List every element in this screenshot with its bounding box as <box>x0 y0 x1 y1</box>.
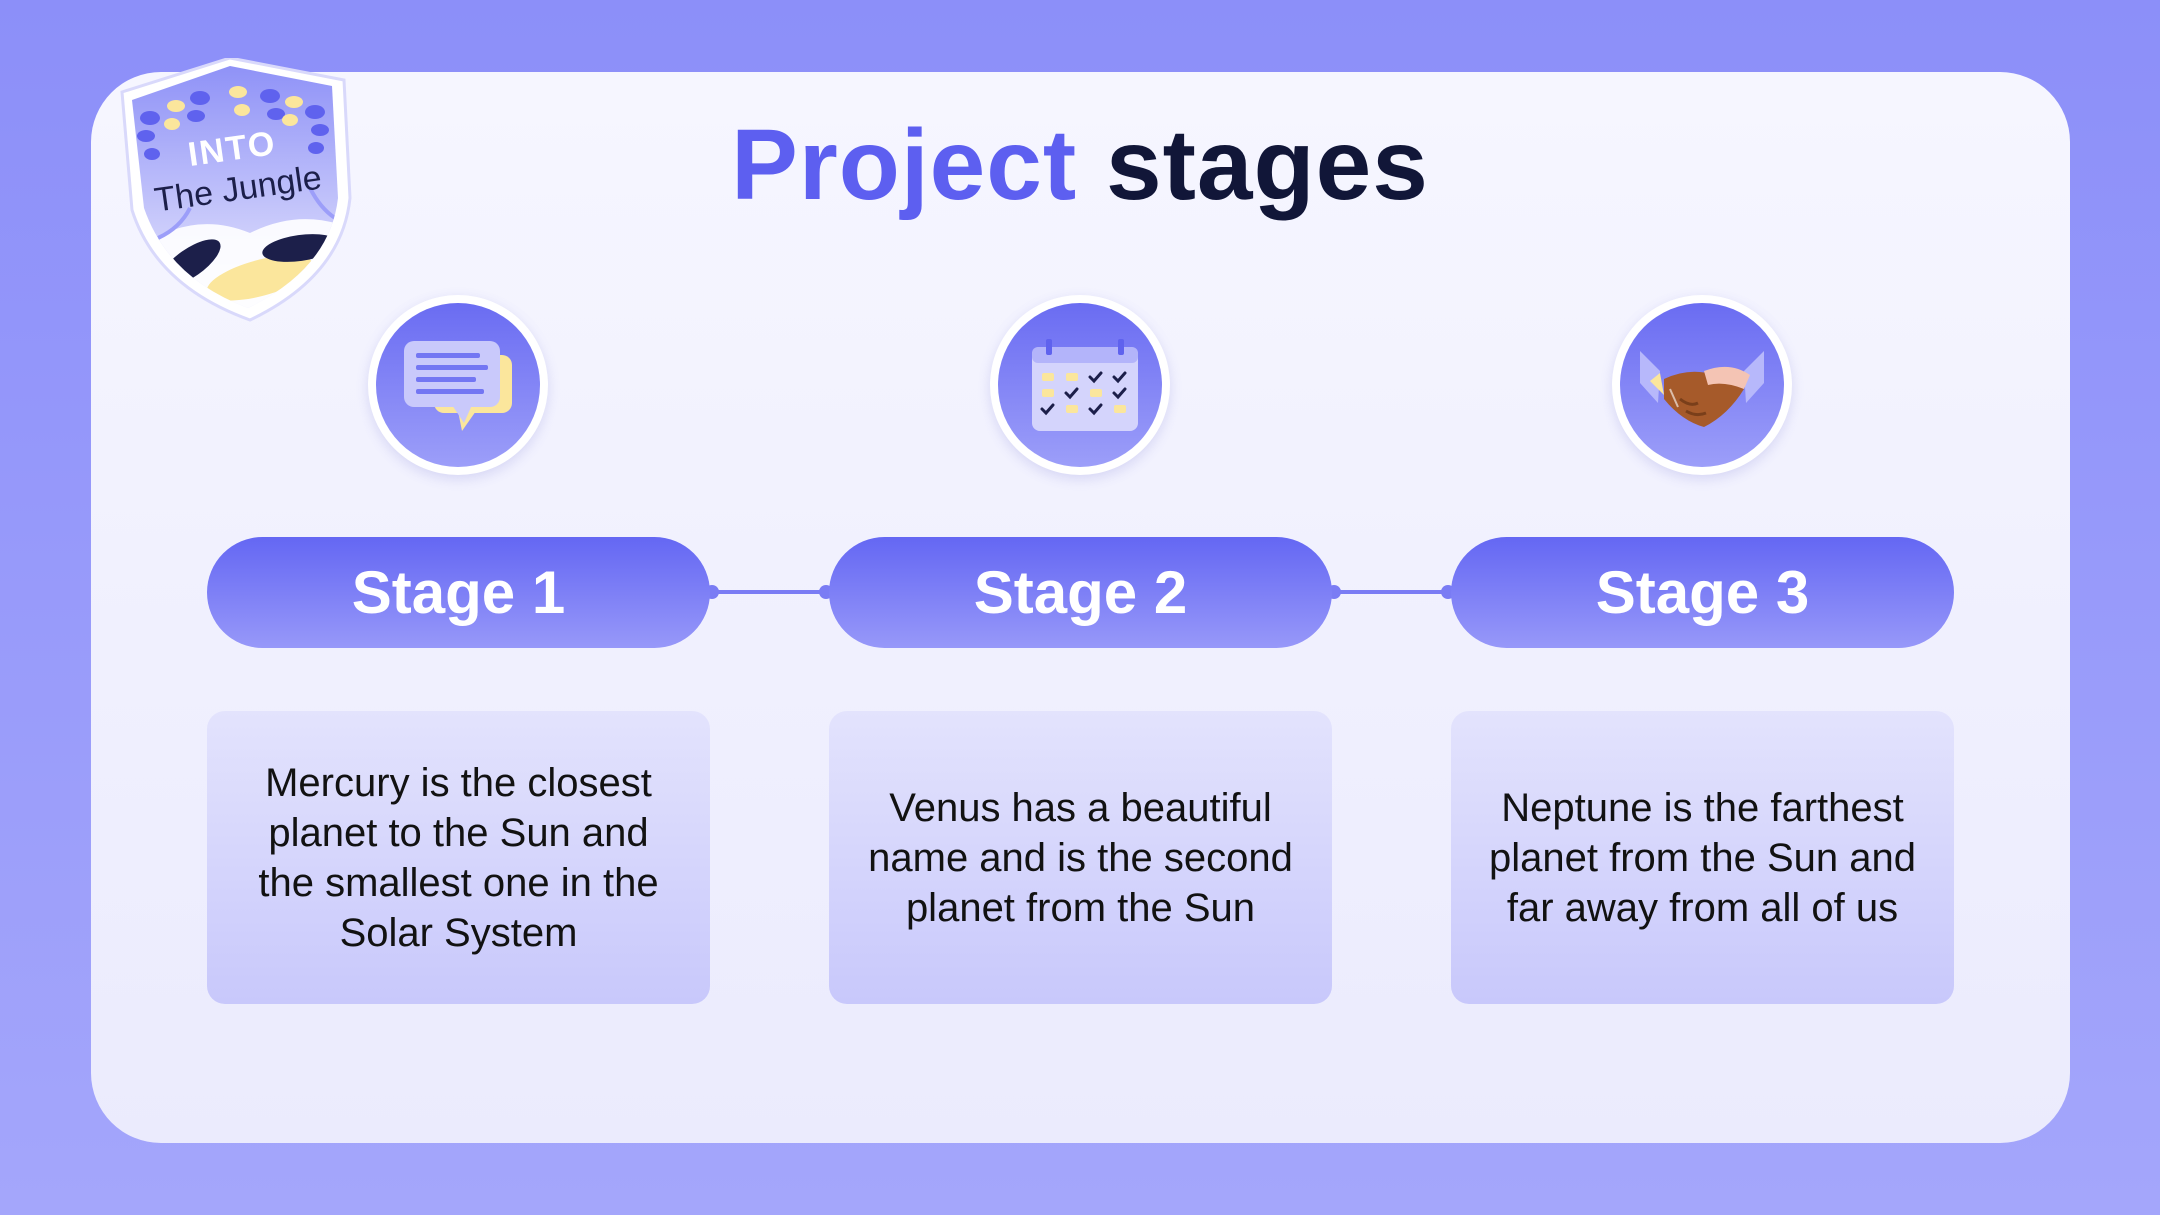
stage-1-description-box: Mercury is the closest planet to the Sun… <box>207 711 710 1004</box>
stage-3-description-box: Neptune is the farthest planet from the … <box>1451 711 1954 1004</box>
stage-3-description: Neptune is the farthest planet from the … <box>1489 785 1916 930</box>
stage-3-label: Stage 3 <box>1451 537 1954 648</box>
stage-2-description: Venus has a beautiful name and is the se… <box>868 785 1293 930</box>
stage-1-description: Mercury is the closest planet to the Sun… <box>258 760 659 955</box>
stage-1-label: Stage 1 <box>207 537 710 648</box>
calendar-checklist-icon <box>1032 339 1138 431</box>
connector-line-2-3 <box>1334 590 1448 594</box>
title-rest: stages <box>1105 109 1429 221</box>
stage-1-icon-circle <box>368 295 548 475</box>
stage-2-label: Stage 2 <box>829 537 1332 648</box>
jungle-badge-icon <box>120 56 352 322</box>
stage-3-icon-circle <box>1612 295 1792 475</box>
handshake-icon <box>1640 351 1764 427</box>
connector-line-1-2 <box>712 590 826 594</box>
title-accent: Project <box>731 109 1078 221</box>
chat-bubbles-icon <box>404 341 512 431</box>
stage-2-icon-circle <box>990 295 1170 475</box>
stage-2-description-box: Venus has a beautiful name and is the se… <box>829 711 1332 1004</box>
page-title: Project stages <box>0 108 2160 223</box>
into-the-jungle-logo: INTO The Jungle <box>110 56 365 328</box>
